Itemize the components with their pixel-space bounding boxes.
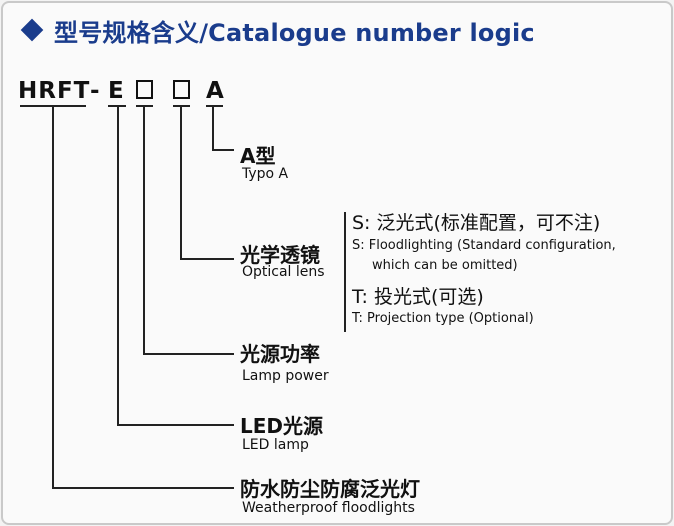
connector-type-v [212, 105, 214, 151]
label-flood-en: Weatherproof floodlights [242, 500, 415, 516]
lens-option-s-en: S: Floodlighting (Standard configuration… [352, 238, 616, 253]
connector-flood-v [52, 105, 54, 489]
connector-power-h [143, 353, 234, 355]
connector-lens-v [180, 105, 182, 260]
page-title: 型号规格含义/Catalogue number logic [54, 18, 535, 47]
code-suffix: A [206, 78, 225, 104]
connector-flood-h [52, 487, 234, 489]
code-e: E [108, 78, 125, 104]
label-type-cn: A型 [240, 144, 276, 168]
code-prefix: HRFT [18, 78, 91, 104]
label-type-en: Typo A [242, 166, 289, 182]
lens-option-t-en: T: Projection type (Optional) [352, 311, 534, 326]
connector-lens-h [180, 258, 234, 260]
label-led-cn: LED光源 [240, 414, 324, 438]
code-dash: - [90, 78, 101, 104]
label-led-en: LED lamp [242, 437, 309, 453]
label-lens-cn: 光学透镜 [240, 243, 320, 267]
label-flood-cn: 防水防尘防腐泛光灯 [240, 477, 420, 501]
label-lens-en: Optical lens [242, 264, 325, 280]
connector-power-v [143, 105, 145, 355]
lens-option-s-en2: which can be omitted) [372, 258, 518, 273]
diamond-icon [20, 18, 44, 42]
lens-bracket [344, 212, 346, 332]
label-power-cn: 光源功率 [240, 342, 320, 366]
title-row: 型号规格含义/Catalogue number logic [20, 12, 535, 48]
code-box-power [136, 80, 153, 99]
connector-led-v [117, 105, 119, 426]
lens-option-s-cn: S: 泛光式(标准配置，可不注) [352, 212, 601, 234]
connector-type-h [212, 149, 234, 151]
lens-option-t-cn: T: 投光式(可选) [352, 286, 484, 308]
code-box-lens [173, 80, 190, 99]
label-power-en: Lamp power [242, 368, 329, 384]
underline-suffix [206, 105, 223, 107]
connector-led-h [117, 424, 234, 426]
